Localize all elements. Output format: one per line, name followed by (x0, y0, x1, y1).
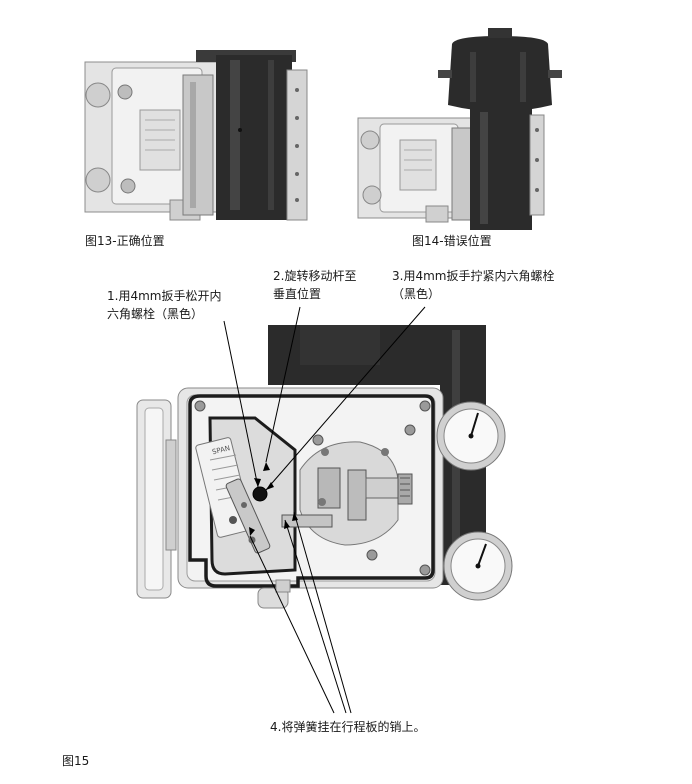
figure-13-caption: 图13-正确位置 (85, 234, 165, 248)
fig15-gauge-bottom (443, 531, 513, 601)
leader-step-4a (249, 535, 335, 714)
leader-step-2 (265, 306, 301, 463)
callout-step-2: 2.旋转移动杆至 垂直位置 (273, 269, 357, 301)
fig15-bottom-fitting (257, 579, 291, 609)
leader-step-3 (265, 306, 426, 491)
fig13-positioner-housing (84, 61, 226, 221)
callout-step-1: 1.用4mm扳手松开内 六角螺栓（黑色） (107, 289, 222, 321)
figure-14-caption: 图14-错误位置 (412, 234, 492, 248)
callout-step-4: 4.将弹簧挂在行程板的销上。 (270, 720, 426, 734)
fig14-positioner-housing (357, 117, 479, 223)
fig13-actuator (196, 50, 308, 221)
leader-step-1 (223, 320, 259, 488)
fig15-hex-bolt (252, 486, 268, 502)
fig15-gauge-top (436, 401, 506, 471)
fig15-travel-plate (195, 437, 271, 554)
fig15-arrowheads (249, 462, 298, 536)
fig15-leader-lines (223, 306, 426, 714)
fig15-cover (136, 399, 177, 599)
fig14-actuator (438, 28, 562, 230)
leader-step-4b (284, 519, 347, 714)
callout-step-3: 3.用4mm扳手拧紧内六角螺栓 （黑色） (392, 269, 555, 301)
figure-15-caption: 图15 (62, 754, 90, 768)
leader-step-4c (293, 511, 352, 714)
fig15-cam-mechanism (281, 441, 413, 546)
